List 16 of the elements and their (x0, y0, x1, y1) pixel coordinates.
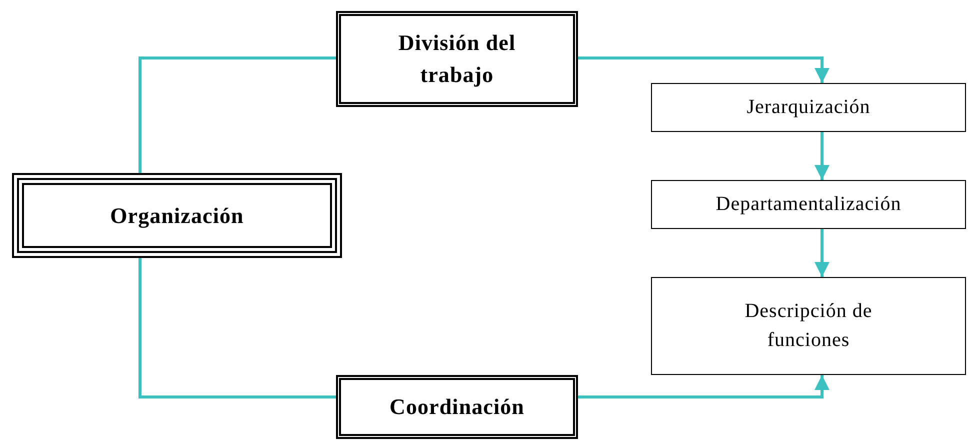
box-label: Organización (110, 202, 244, 230)
connector-arrow (578, 375, 830, 398)
process-box (336, 375, 578, 439)
box-label: División del trabajo (397, 29, 517, 89)
connector-arrow (814, 132, 830, 180)
box-label: Jerarquización (746, 95, 870, 120)
process-box (651, 83, 966, 132)
process-box (336, 11, 578, 107)
process-box (651, 180, 966, 229)
box-label: Descripción de funciones (744, 299, 874, 353)
connector-arrow (578, 56, 830, 83)
box-label: Coordinación (390, 393, 524, 422)
process-box (12, 173, 342, 258)
connector-arrow (814, 229, 830, 277)
box-label: Departamentalización (716, 192, 902, 217)
process-box (651, 277, 966, 375)
